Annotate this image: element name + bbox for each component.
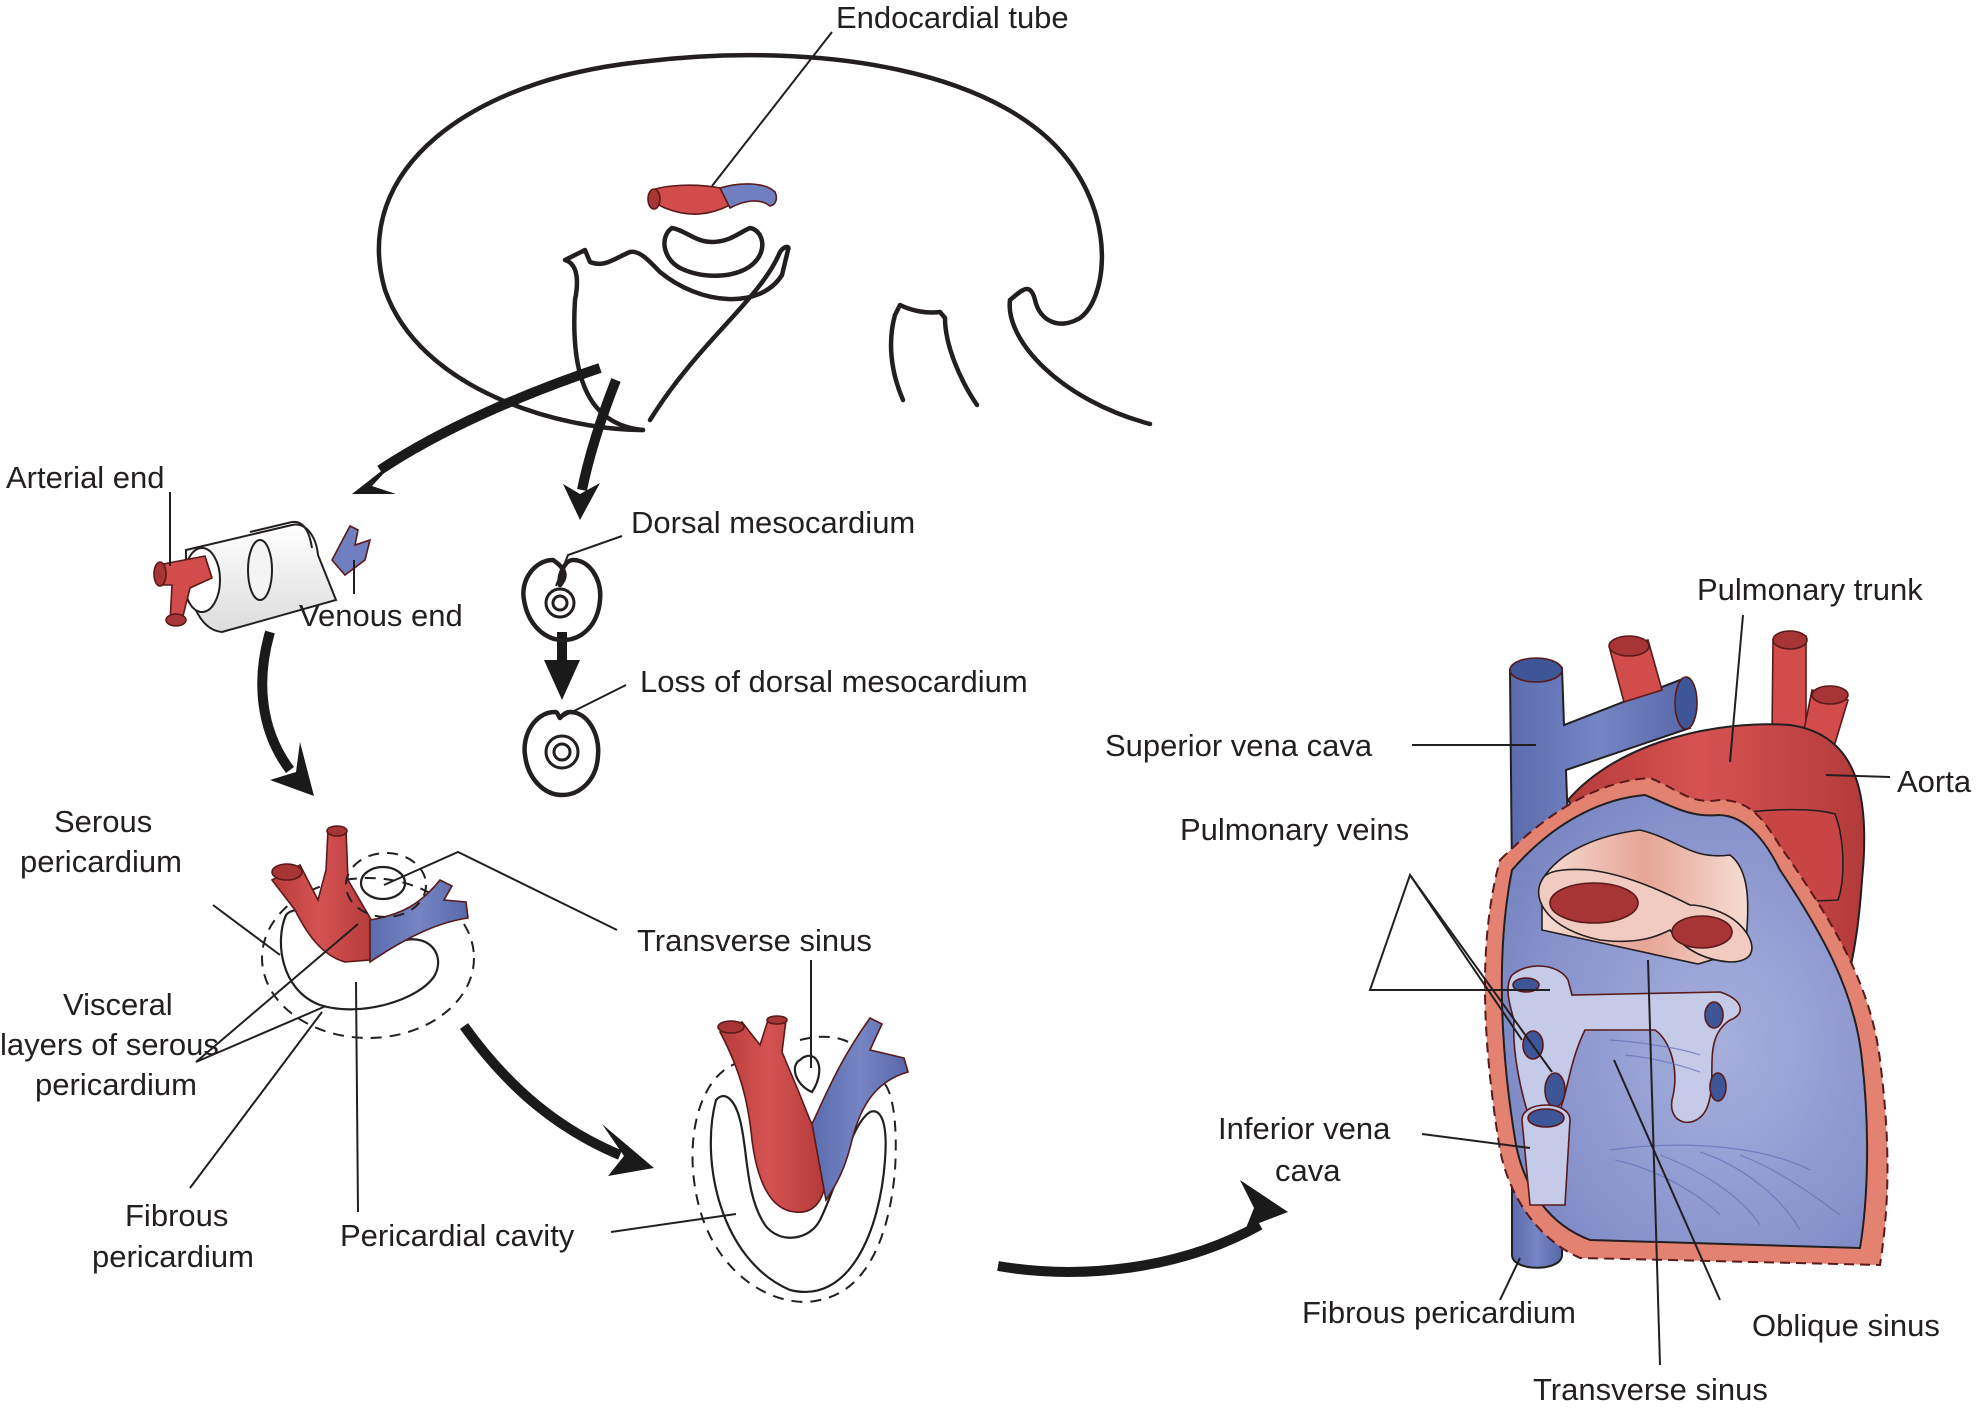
leader-aorta (1825, 774, 1891, 778)
leader-pulmonary-veins-b (1409, 874, 1553, 1073)
leader-visceral-layers (195, 923, 359, 1063)
leader-inferior-vena-cava (1421, 1133, 1531, 1149)
leader-dorsal-mesocardium (555, 535, 623, 587)
leader-pericardial-cavity-left (355, 981, 359, 1213)
leader-serous-pericardium (212, 904, 281, 956)
adult-heart-posterior (1484, 630, 1889, 1269)
label-pulmonary-veins: Pulmonary veins (1180, 812, 1409, 847)
label-endocardial-tube: Endocardial tube (836, 0, 1069, 35)
arrow-to-adult-heart-head (1240, 1180, 1288, 1228)
label-oblique-sinus: Oblique sinus (1752, 1308, 1940, 1343)
straight-heart-tube (153, 520, 372, 634)
label-superior-vena-cava: Superior vena cava (1105, 728, 1373, 763)
label-venous-end: Venous end (299, 598, 463, 633)
flow-arrows (257, 363, 1288, 1277)
label-visceral-layers-2: layers of serous (0, 1027, 219, 1062)
arrow-to-looped-heart-head (602, 1124, 654, 1176)
label-fibrous-pericardium-left-1: Fibrous (125, 1198, 228, 1233)
arrow-to-folded-tube (257, 630, 295, 773)
leader-fibrous-pericardium-right (1499, 1257, 1521, 1301)
label-pulmonary-trunk: Pulmonary trunk (1697, 572, 1923, 607)
label-fibrous-pericardium-left-2: pericardium (92, 1239, 254, 1274)
label-dorsal-mesocardium: Dorsal mesocardium (631, 505, 915, 540)
leader-endocardial-tube (711, 31, 833, 187)
embryo-pericardial-fold (662, 225, 765, 278)
label-arterial-end: Arterial end (6, 460, 165, 495)
looped-heart (691, 1015, 909, 1303)
folded-heart-tube (261, 825, 475, 1039)
arrow-to-mesocardium (577, 378, 621, 491)
leader-fibrous-pericardium-left (189, 1011, 323, 1189)
arrow-to-tube (377, 363, 602, 475)
leader-pericardial-cavity (610, 1213, 737, 1233)
leader-transverse-sinus-right (1647, 959, 1661, 1366)
embryo-gut-tube (888, 302, 980, 408)
label-pericardial-cavity: Pericardial cavity (340, 1218, 575, 1253)
arrow-to-folded-tube-head (270, 742, 314, 796)
label-visceral-layers-3: pericardium (35, 1067, 197, 1102)
label-transverse-sinus-mid: Transverse sinus (637, 923, 872, 958)
leader-loss-of-dorsal-mesocardium (559, 684, 627, 719)
arrow-to-looped-heart (459, 1023, 622, 1160)
label-transverse-sinus-right: Transverse sinus (1533, 1372, 1768, 1407)
myocardial-fiber-lines (1609, 1039, 1841, 1231)
dorsal-mesocardium-section (521, 557, 603, 643)
label-serous-pericardium-1: Serous (54, 804, 152, 839)
leader-pulmonary-veins (1368, 872, 1550, 1041)
leader-pulmonary-trunk (1729, 614, 1744, 763)
loss-of-dorsal-mesocardium-section (522, 709, 601, 798)
label-inferior-vena-cava-1: Inferior vena (1218, 1111, 1391, 1146)
arrow-to-tube-head (352, 458, 398, 494)
leader-oblique-sinus (1613, 1059, 1721, 1301)
arrow-to-mesocardium-head (563, 483, 600, 520)
embryo-outline (376, 52, 1153, 433)
arrow-mesocardium-loss-head (544, 660, 580, 700)
embryo-body-outline (376, 52, 1153, 433)
label-inferior-vena-cava-2: cava (1275, 1153, 1341, 1188)
arrow-to-adult-heart (997, 1220, 1263, 1277)
leader-transverse-sinus-mid (383, 850, 618, 931)
label-serous-pericardium-2: pericardium (20, 844, 182, 879)
label-fibrous-pericardium-right: Fibrous pericardium (1302, 1295, 1576, 1330)
embryo-foregut-lip (562, 244, 791, 433)
endocardial-tube (647, 183, 778, 215)
label-loss-of-dorsal-mesocardium: Loss of dorsal mesocardium (640, 664, 1028, 699)
label-visceral-layers-1: Visceral (63, 987, 173, 1022)
label-aorta: Aorta (1897, 764, 1972, 799)
